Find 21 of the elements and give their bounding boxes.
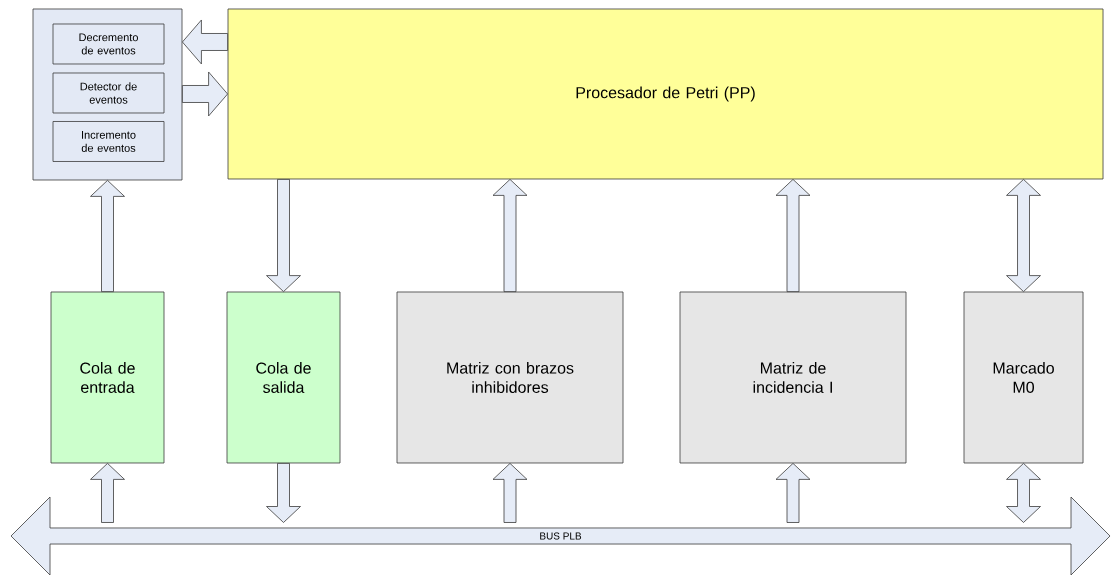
queue-box: Cola de entrada [50,291,165,464]
block-arrow [266,463,301,523]
block-arrow [90,180,125,292]
block-arrow [775,463,811,523]
function-box: Incremento de eventos [52,121,165,162]
block-arrow [90,463,125,523]
function-box: Decremento de eventos [52,23,165,65]
function-box: Detector de eventos [52,72,165,114]
block-arrow [1006,179,1041,292]
memory-box: Matriz con brazos inhibidores [396,291,624,464]
block-arrow [1006,463,1041,523]
block-arrow [775,179,811,292]
block-arrow [182,71,228,117]
queue-box: Cola de salida [226,291,341,464]
block-arrow [492,179,528,292]
block-arrow [266,179,301,292]
block-arrow [492,463,528,523]
memory-box: Marcado M0 [963,291,1084,464]
processor-box: Procesador de Petri (PP) [227,8,1104,180]
block-arrow [182,19,228,65]
memory-box: Matriz de incidencia I [679,291,907,464]
